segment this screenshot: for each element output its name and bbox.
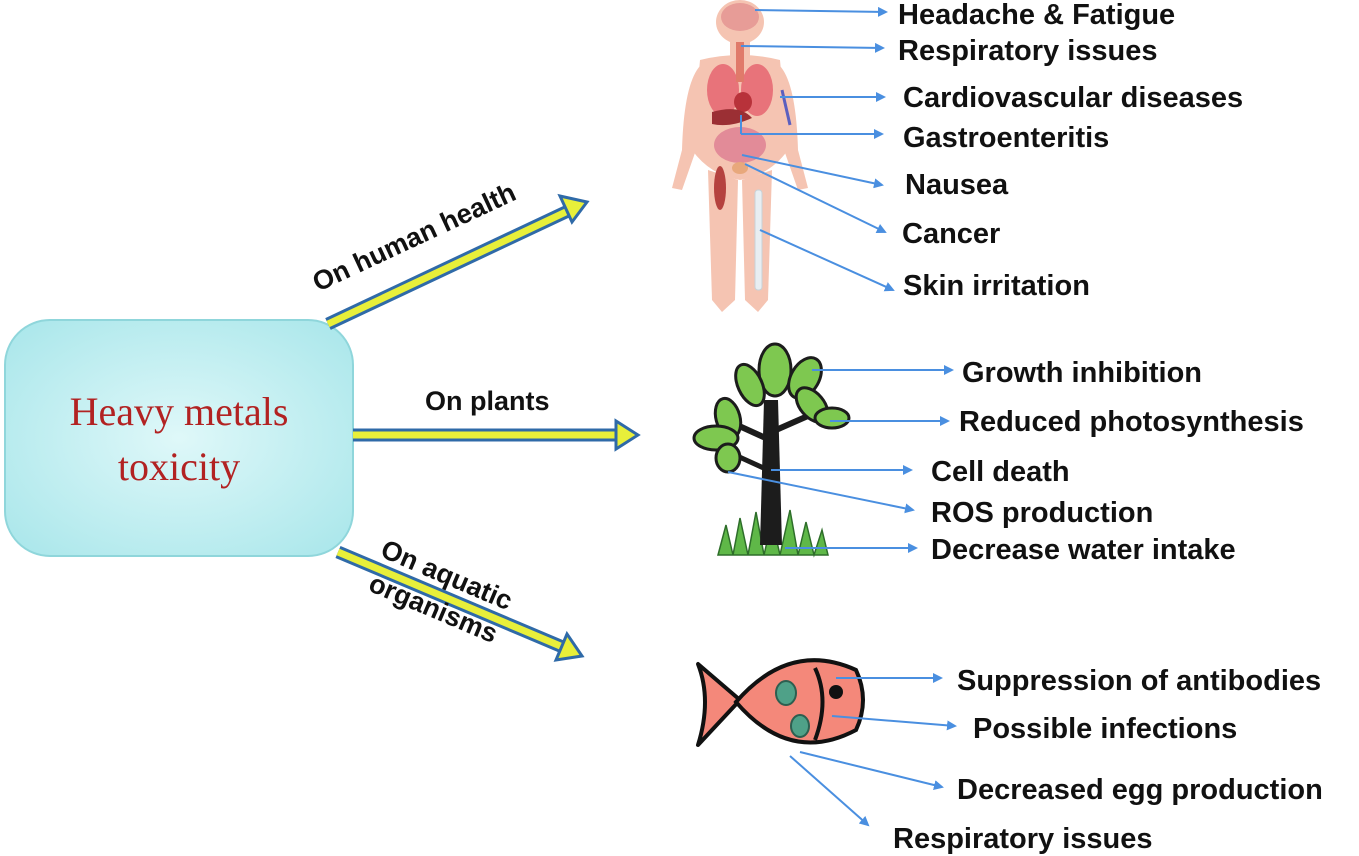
aquatic-pointers	[789, 673, 957, 827]
plant-effect-photosynthesis: Reduced photosynthesis	[959, 406, 1304, 438]
human-effect-cardiovascular: Cardiovascular diseases	[903, 82, 1243, 114]
fish-illustration	[696, 658, 865, 747]
aquatic-effect-antibodies: Suppression of antibodies	[957, 665, 1321, 697]
plant-effect-water: Decrease water intake	[931, 534, 1236, 566]
aquatic-effect-respiratory: Respiratory issues	[893, 823, 1153, 855]
human-effect-respiratory: Respiratory issues	[898, 35, 1158, 67]
plant-illustration	[692, 342, 851, 558]
plant-effect-ros: ROS production	[931, 497, 1153, 529]
branch-arrow-plants	[353, 418, 641, 452]
human-effect-headache: Headache & Fatigue	[898, 0, 1175, 31]
aquatic-effect-eggs: Decreased egg production	[957, 774, 1323, 806]
branch-arrow-human	[325, 193, 590, 330]
plant-pointers	[727, 365, 954, 553]
human-effect-cancer: Cancer	[902, 218, 1000, 250]
branch-label-plants: On plants	[425, 386, 550, 416]
branch-arrow-aquatic	[335, 546, 585, 662]
human-pointers	[740, 6, 895, 292]
human-effect-skin: Skin irritation	[903, 270, 1090, 302]
human-effect-nausea: Nausea	[905, 169, 1009, 201]
central-title-line2: toxicity	[118, 444, 240, 489]
plant-effect-cell-death: Cell death	[931, 456, 1070, 488]
central-title-line1: Heavy metals	[70, 389, 289, 434]
aquatic-effect-infections: Possible infections	[973, 713, 1237, 745]
plant-effect-growth: Growth inhibition	[962, 357, 1202, 389]
human-effect-gastroenteritis: Gastroenteritis	[903, 122, 1109, 154]
central-node: Heavy metals toxicity	[4, 319, 354, 557]
